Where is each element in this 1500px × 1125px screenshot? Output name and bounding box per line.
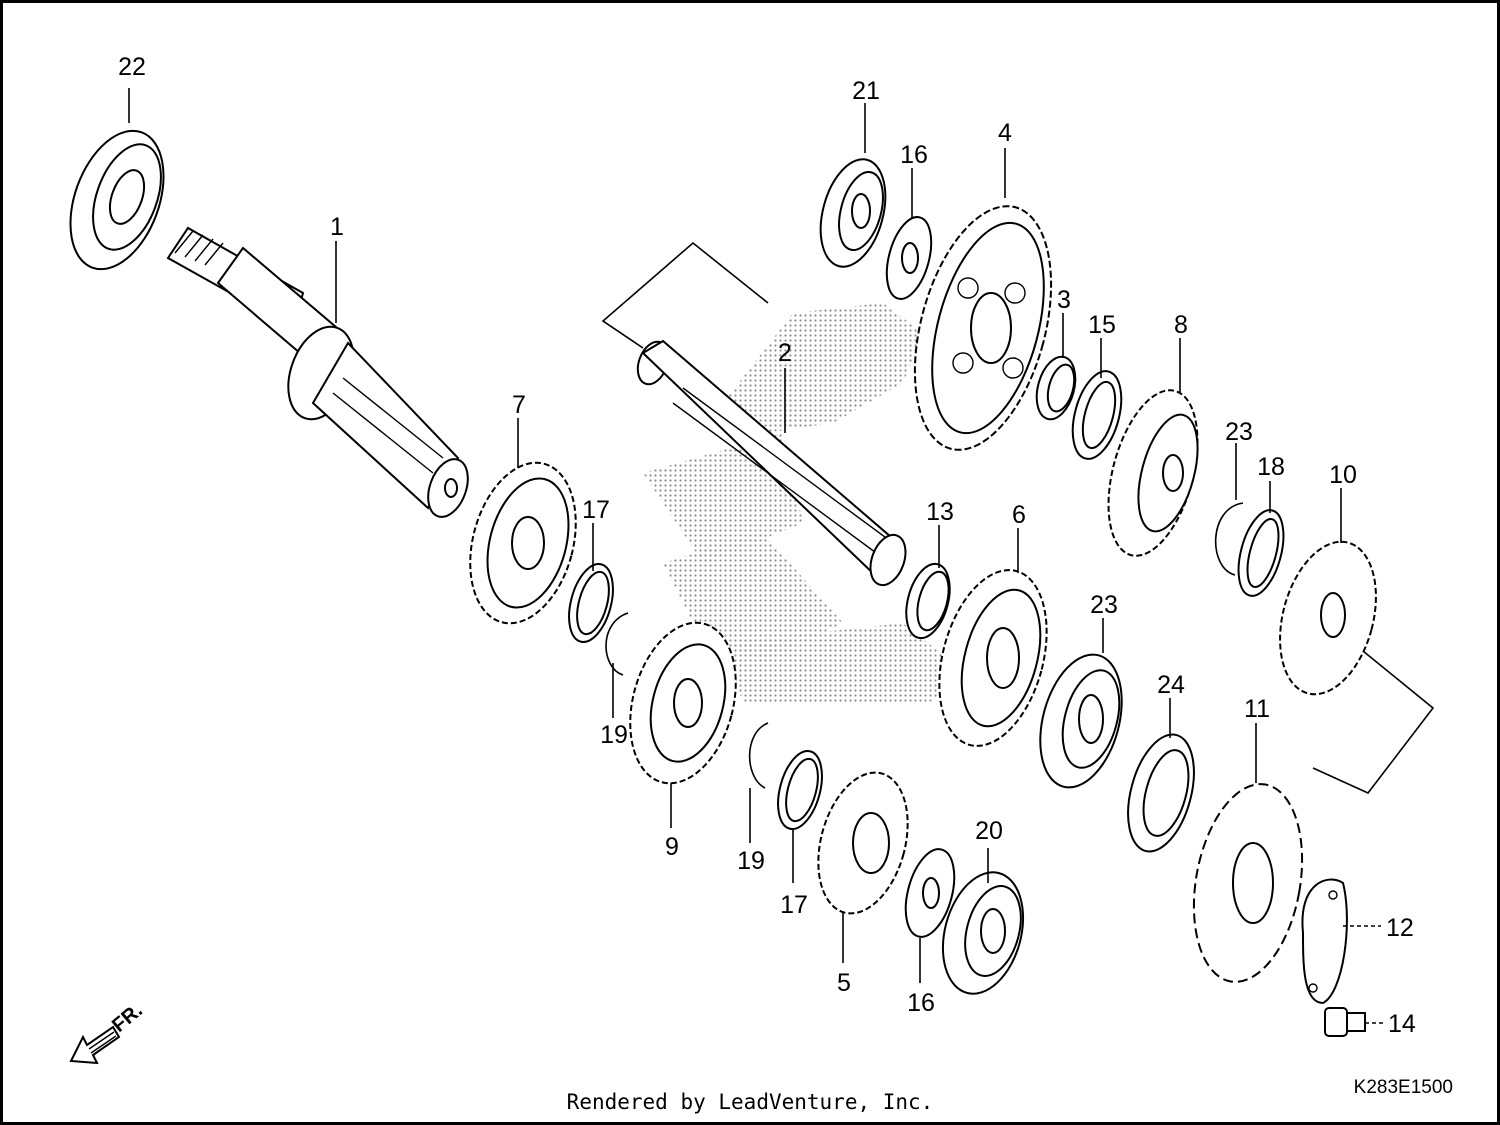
callout-14: 14 [1388, 1010, 1416, 1038]
callout-22: 21 [852, 77, 880, 105]
gear-7 [469, 461, 577, 625]
watermark-logo [643, 303, 953, 703]
gear-6 [938, 569, 1048, 747]
callout-labels: 22 1 7 17 19 9 19 17 5 16 20 2 21 16 4 3… [118, 53, 1416, 1038]
washer-17-left [568, 563, 614, 643]
callout-5: 5 [837, 969, 851, 997]
callout-9: 9 [665, 833, 679, 861]
washer-16-upper [885, 216, 933, 300]
bearing-23-right [1039, 653, 1123, 789]
front-direction-arrow: FR. [69, 999, 147, 1065]
gear-8 [1107, 389, 1199, 557]
bolt-14 [1324, 1007, 1366, 1037]
callout-7: 7 [512, 391, 526, 419]
footer-credit: Rendered by LeadVenture, Inc. [566, 1090, 934, 1114]
callout-15: 15 [1088, 311, 1116, 339]
callout-17-lower: 17 [780, 891, 808, 919]
callout-6: 6 [1012, 501, 1026, 529]
mainshaft-1 [166, 226, 469, 518]
collar-3 [1035, 355, 1077, 421]
washer-16-lower [904, 848, 956, 938]
callout-1: 1 [330, 213, 344, 241]
callout-3: 3 [1057, 286, 1071, 314]
callout-18: 18 [1257, 453, 1285, 481]
fixing-plate-12 [1301, 878, 1348, 1005]
callout-23-right: 23 [1090, 591, 1118, 619]
callout-24: 24 [1157, 671, 1185, 699]
countershaft-2 [636, 339, 907, 587]
gear-10 [1279, 540, 1377, 696]
callout-19: 19 [600, 721, 628, 749]
sprocket-11 [1192, 783, 1304, 983]
bearing-23-left [69, 129, 165, 271]
washer-17-lower [777, 750, 823, 830]
oil-seal-24 [1127, 733, 1195, 853]
gear-4 [913, 205, 1053, 451]
circlip-19-left [605, 612, 629, 676]
callout-21: 20 [975, 817, 1003, 845]
callout-11: 11 [1244, 695, 1270, 723]
callout-4: 4 [998, 119, 1012, 147]
callout-13: 13 [926, 498, 954, 526]
bearing-21 [941, 871, 1025, 995]
callout-20: 23 [1225, 418, 1253, 446]
callout-16-upper: 16 [900, 141, 928, 169]
gear-5 [817, 771, 909, 915]
callout-8: 8 [1174, 311, 1188, 339]
gear-9 [629, 621, 737, 785]
bearing-22 [819, 158, 887, 268]
callout-12: 12 [1386, 914, 1414, 942]
washer-18 [1237, 509, 1285, 597]
callout-23: 22 [118, 53, 146, 81]
collar-13 [905, 562, 951, 640]
exploded-parts-diagram: FR. 22 1 7 17 19 9 19 17 5 16 20 2 21 16… [69, 53, 1453, 1098]
callout-19-lower: 19 [737, 847, 765, 875]
callout-17: 17 [582, 496, 610, 524]
assembly-bracket [601, 241, 1435, 794]
circlip-19-lower [748, 722, 769, 789]
circlip-20 [1214, 502, 1244, 576]
diagram-code: K283E1500 [1354, 1077, 1453, 1098]
callout-2: 2 [778, 339, 792, 367]
callout-10: 10 [1329, 461, 1357, 489]
callout-16-lower: 16 [907, 989, 935, 1017]
washer-15 [1071, 370, 1123, 460]
leader-lines [128, 88, 1385, 1024]
